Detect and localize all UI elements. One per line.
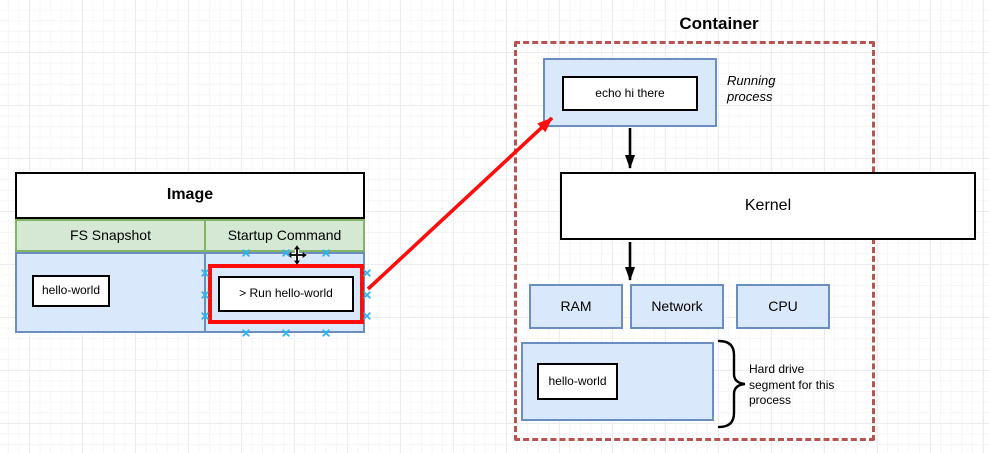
network-box[interactable]: Network [630, 284, 724, 329]
echo-command-box[interactable]: echo hi there [562, 76, 698, 111]
selection-rectangle [208, 264, 364, 324]
kernel-box[interactable]: Kernel [560, 172, 976, 240]
hard-drive-segment-label[interactable]: Hard drive segment for this process [749, 362, 835, 407]
run-hello-world-box[interactable]: > Run hello-world [218, 276, 354, 312]
ram-box[interactable]: RAM [529, 284, 623, 329]
startup-command-header[interactable]: Startup Command [204, 219, 365, 252]
container-title[interactable]: Container [679, 14, 759, 33]
running-process-label[interactable]: Running process [727, 73, 776, 104]
fs-snapshot-header[interactable]: FS Snapshot [15, 219, 206, 252]
image-table-title[interactable]: Image [15, 172, 365, 219]
hard-drive-hello-world-box[interactable]: hello-world [537, 363, 618, 400]
fs-hello-world-box[interactable]: hello-world [32, 275, 110, 307]
cpu-box[interactable]: CPU [736, 284, 830, 329]
